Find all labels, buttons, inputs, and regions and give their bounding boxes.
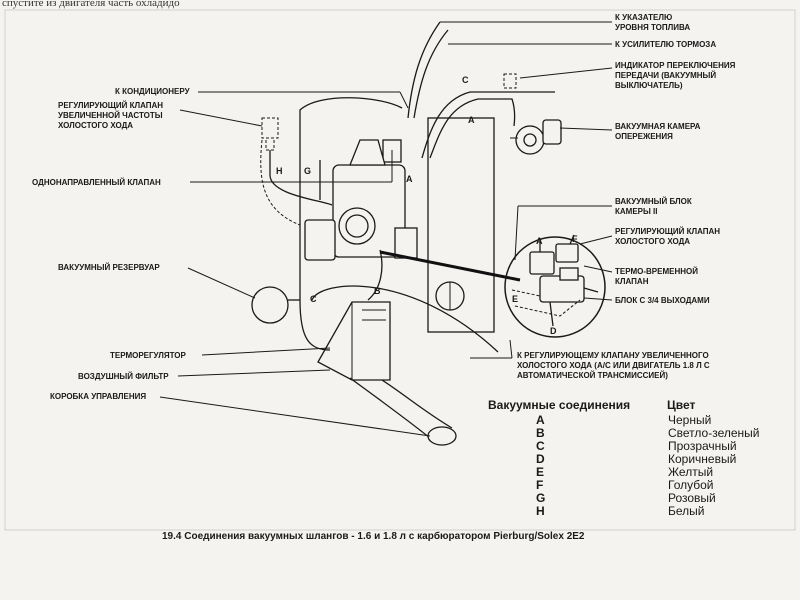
legend-color-b: Светло-зеленый bbox=[668, 426, 760, 440]
label-idle-valve-2: УВЕЛИЧЕННОЙ ЧАСТОТЫ bbox=[58, 111, 163, 120]
figure-frame bbox=[4, 9, 796, 531]
carburetor-throttle bbox=[345, 214, 369, 238]
gear-switch-part bbox=[503, 73, 517, 89]
legend-letter-b: B bbox=[536, 426, 545, 440]
callout-labels: К УКАЗАТЕЛЮ УРОВНЯ ТОПЛИВА К УСИЛИТЕЛЮ Т… bbox=[32, 13, 736, 401]
intake-duct bbox=[349, 377, 457, 446]
engine-block bbox=[427, 117, 495, 333]
intake-duct-mouth bbox=[427, 426, 457, 446]
label-gear-indicator-1: ИНДИКАТОР ПЕРЕКЛЮЧЕНИЯ bbox=[615, 61, 736, 70]
label-idle-control-valve-2: ХОЛОСТОГО ХОДА bbox=[615, 237, 690, 246]
hose-letter-c-top: C bbox=[462, 75, 469, 85]
hose-letter-f: F bbox=[572, 234, 578, 244]
legend-color-header: Цвет bbox=[667, 398, 696, 412]
hose-letter-h: H bbox=[276, 166, 283, 176]
legend-title: Вакуумные соединения bbox=[488, 398, 630, 412]
top-note: спустите из двигателя часть охладидо bbox=[2, 0, 180, 9]
legend-color-h: Белый bbox=[668, 504, 704, 518]
label-to-idle-valve-ac-2: ХОЛОСТОГО ХОДА (A/C ИЛИ ДВИГАТЕЛЬ 1.8 Л … bbox=[517, 361, 710, 370]
label-idle-valve-1: РЕГУЛИРУЮЩИЙ КЛАПАН bbox=[58, 101, 163, 110]
legend-letter-a: A bbox=[536, 413, 545, 427]
vacuum-hoses bbox=[260, 21, 555, 353]
hose-letter-a: A bbox=[468, 115, 475, 125]
detail-circle bbox=[504, 234, 606, 338]
legend: Вакуумные соединения Цвет A Черный B Све… bbox=[488, 398, 760, 518]
label-fuel-level-2: УРОВНЯ ТОПЛИВА bbox=[615, 23, 690, 32]
carburetor-linkage bbox=[304, 219, 336, 261]
label-advance-chamber-1: ВАКУУМНАЯ КАМЕРА bbox=[615, 122, 701, 131]
hose-letter-b: B bbox=[374, 286, 381, 296]
hose-letter-a-mid: A bbox=[406, 174, 413, 184]
label-vacuum-block-2: КАМЕРЫ II bbox=[615, 207, 658, 216]
legend-letter-e: E bbox=[536, 465, 544, 479]
label-fuel-level-1: К УКАЗАТЕЛЮ bbox=[615, 13, 672, 22]
hose-letter-a-detail: A bbox=[536, 236, 543, 246]
hose-letter-g: G bbox=[304, 166, 311, 176]
legend-color-a: Черный bbox=[668, 413, 711, 427]
leader-lines bbox=[159, 21, 613, 437]
legend-color-d: Коричневый bbox=[668, 452, 736, 466]
hose-letter-c-left: C bbox=[310, 294, 317, 304]
label-control-box: КОРОБКА УПРАВЛЕНИЯ bbox=[50, 392, 146, 401]
label-check-valve: ОДНОНАПРАВЛЕННЫЙ КЛАПАН bbox=[32, 178, 161, 187]
carburetor-neck bbox=[349, 139, 386, 166]
legend-letter-f: F bbox=[536, 478, 543, 492]
legend-letter-c: C bbox=[536, 439, 545, 453]
label-to-idle-valve-ac-1: К РЕГУЛИРУЮЩЕМУ КЛАПАНУ УВЕЛИЧЕННОГО bbox=[517, 351, 709, 360]
advance-chamber-part bbox=[510, 119, 562, 155]
vacuum-reservoir-part bbox=[251, 286, 289, 324]
label-advance-chamber-2: ОПЕРЕЖЕНИЯ bbox=[615, 132, 673, 141]
idle-speed-valve-part bbox=[261, 117, 279, 151]
label-block-3-4: БЛОК С 3/4 ВЫХОДАМИ bbox=[615, 296, 710, 305]
label-air-filter: ВОЗДУШНЫЙ ФИЛЬТР bbox=[78, 372, 169, 381]
legend-letter-g: G bbox=[536, 491, 545, 505]
hose-letters: C A A H G C B A F E D bbox=[276, 75, 578, 336]
carburetor-side-fitting bbox=[394, 227, 418, 259]
hose-letter-e: E bbox=[512, 294, 518, 304]
label-idle-valve-3: ХОЛОСТОГО ХОДА bbox=[58, 121, 133, 130]
legend-letter-d: D bbox=[536, 452, 545, 466]
legend-color-e: Желтый bbox=[668, 465, 713, 479]
label-thermo-time-valve-2: КЛАПАН bbox=[615, 277, 649, 286]
label-thermo-time-valve-1: ТЕРМО-ВРЕМЕННОЙ bbox=[615, 267, 698, 276]
label-to-idle-valve-ac-3: АВТОМАТИЧЕСКОЙ ТРАНСМИССИЕЙ) bbox=[517, 371, 668, 380]
label-gear-indicator-3: ВЫКЛЮЧАТЕЛЬ) bbox=[615, 81, 683, 90]
legend-color-c: Прозрачный bbox=[668, 439, 737, 453]
label-brake-booster: К УСИЛИТЕЛЮ ТОРМОЗА bbox=[615, 40, 716, 49]
label-vacuum-block-1: ВАКУУМНЫЙ БЛОК bbox=[615, 197, 692, 206]
label-idle-control-valve-1: РЕГУЛИРУЮЩИЙ КЛАПАН bbox=[615, 227, 720, 236]
label-gear-indicator-2: ПЕРЕДАЧИ (ВАКУУМНЫЙ bbox=[615, 71, 716, 80]
label-ac: К КОНДИЦИОНЕРУ bbox=[115, 87, 191, 96]
label-vacuum-reservoir: ВАКУУМНЫЙ РЕЗЕРВУАР bbox=[58, 263, 160, 272]
legend-color-f: Голубой bbox=[668, 478, 714, 492]
air-filter-housing bbox=[317, 301, 391, 381]
carburetor bbox=[304, 139, 418, 261]
legend-letter-h: H bbox=[536, 504, 545, 518]
figure-caption: 19.4 Соединения вакуумных шлангов - 1.6 … bbox=[162, 530, 585, 542]
hose-letter-d: D bbox=[550, 326, 557, 336]
carburetor-body bbox=[332, 164, 406, 258]
label-thermoregulator: ТЕРМОРЕГУЛЯТОР bbox=[110, 351, 186, 360]
legend-color-g: Розовый bbox=[668, 491, 716, 505]
